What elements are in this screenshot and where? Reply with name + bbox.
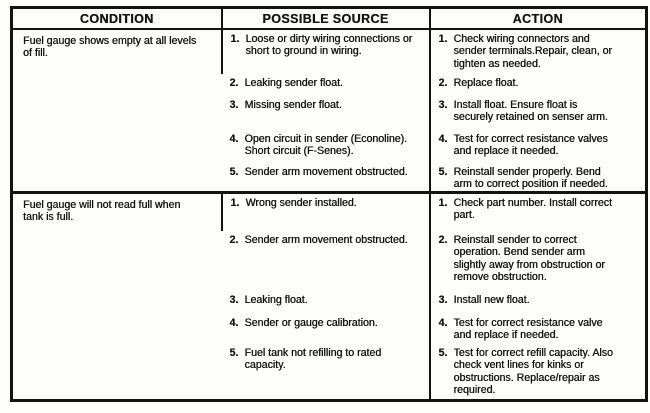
source-cell: 4. Open circuit in sender (Econoline). Sh… xyxy=(222,130,430,163)
item-number: 2. xyxy=(229,234,239,247)
item-number: 3. xyxy=(438,294,448,307)
action-text: Reinstall sender to correct operation. B… xyxy=(453,234,605,283)
source-text: Sender arm movement obstructed. xyxy=(244,234,408,247)
condition-cell: Fuel gauge will not read full when tank … xyxy=(11,190,222,401)
table-row: Fuel gauge shows empty at all levels of … xyxy=(12,29,647,74)
item-number: 1. xyxy=(438,196,448,209)
source-text: Sender or gauge calibration. xyxy=(244,317,378,330)
item-number: 2. xyxy=(438,234,448,247)
item-number: 1. xyxy=(438,33,448,45)
action-text: Reinstall sender properly. Bend arm to c… xyxy=(453,166,608,191)
action-cell: 3. Install new float. xyxy=(428,291,647,315)
action-text: Install new float. xyxy=(453,294,530,307)
table-row: 5. Fuel tank not refilling to rated capac… xyxy=(12,344,647,401)
action-cell: 1. Check part number. Install correct par… xyxy=(428,190,647,232)
source-cell: 2. Sender arm movement obstructed. xyxy=(222,231,430,291)
item-number: 4. xyxy=(229,133,239,145)
item-number: 4. xyxy=(438,133,448,145)
source-text: Open circuit in sender (Econoline). Shor… xyxy=(244,133,408,158)
source-cell: 5. Sender arm movement obstructed. xyxy=(222,163,430,192)
item-number: 5. xyxy=(438,166,448,178)
item-number: 3. xyxy=(229,99,239,111)
item-number: 2. xyxy=(229,77,239,89)
table-row: 4. Open circuit in sender (Econoline). Sh… xyxy=(12,130,647,163)
item-number: 2. xyxy=(438,77,448,89)
source-cell: 3. Missing sender float. xyxy=(222,96,430,130)
item-number: 1. xyxy=(230,33,240,45)
action-cell: 4. Test for correct resistance valves and… xyxy=(428,130,647,163)
source-text: Loose or dirty wiring connections or sho… xyxy=(245,33,413,58)
item-number: 5. xyxy=(438,347,448,360)
source-cell: 1. Wrong sender installed. xyxy=(220,190,430,232)
action-text: Test for correct resistance valve and re… xyxy=(453,317,603,342)
action-cell: 5. Reinstall sender properly. Bend arm to… xyxy=(428,163,647,193)
action-cell: 5. Test for correct refill capacity. Also… xyxy=(428,344,647,401)
item-number: 5. xyxy=(229,347,239,360)
action-text: Test for correct resistance valves and r… xyxy=(453,133,608,158)
action-text: Check part number. Install correct part. xyxy=(453,196,612,221)
column-header-action: ACTION xyxy=(428,7,647,30)
table-header-row: CONDITION POSSIBLE SOURCE ACTION xyxy=(11,7,647,30)
action-cell: 1. Check wiring connectors and sender ter… xyxy=(428,29,647,74)
table-row: 2. Sender arm movement obstructed. 2. Rein… xyxy=(12,231,647,292)
action-cell: 4. Test for correct resistance valve and … xyxy=(428,314,647,345)
troubleshooting-table: CONDITION POSSIBLE SOURCE ACTION Fuel ga… xyxy=(10,6,648,402)
action-cell: 3. Install float. Ensure float is securel… xyxy=(428,96,647,130)
action-text: Replace float. xyxy=(453,77,519,89)
action-text: Check wiring connectors and sender termi… xyxy=(453,33,612,70)
source-cell: 3. Leaking float. xyxy=(222,291,430,314)
table-row: 2. Leaking sender float. 2. Replace float. xyxy=(12,74,647,96)
item-number: 3. xyxy=(438,99,448,111)
source-text: Leaking sender float. xyxy=(244,77,343,89)
table-row: 3. Leaking float. 3. Install new float. xyxy=(12,291,647,315)
source-text: Wrong sender installed. xyxy=(245,196,357,209)
item-number: 1. xyxy=(230,196,240,209)
item-number: 4. xyxy=(438,317,448,330)
action-text: Test for correct refill capacity. Also c… xyxy=(453,347,613,396)
action-cell: 2. Reinstall sender to correct operation.… xyxy=(428,231,647,292)
source-cell: 2. Leaking sender float. xyxy=(222,74,430,96)
item-number: 3. xyxy=(229,294,239,307)
table-row: 4. Sender or gauge calibration. 4. Test fo… xyxy=(12,314,647,345)
source-text: Missing sender float. xyxy=(244,99,342,111)
action-cell: 2. Replace float. xyxy=(428,74,647,96)
source-text: Fuel tank not refilling to rated capacit… xyxy=(244,347,382,372)
source-text: Sender arm movement obstructed. xyxy=(244,166,408,178)
source-cell: 4. Sender or gauge calibration. xyxy=(222,314,430,344)
column-header-possible-source: POSSIBLE SOURCE xyxy=(220,7,430,30)
table-row: 5. Sender arm movement obstructed. 5. Rein… xyxy=(12,163,647,193)
source-text: Leaking float. xyxy=(244,294,308,307)
source-cell: 1. Loose or dirty wiring connections or s… xyxy=(220,29,430,74)
table-row: 3. Missing sender float. 3. Install float.… xyxy=(12,96,647,130)
condition-cell: Fuel gauge shows empty at all levels of … xyxy=(23,35,197,60)
item-number: 5. xyxy=(229,166,239,178)
table-row: Fuel gauge will not read full when tank … xyxy=(11,190,647,401)
source-cell: 5. Fuel tank not refilling to rated capac… xyxy=(222,344,430,400)
column-header-condition: CONDITION xyxy=(11,7,222,30)
action-text: Install float. Ensure float is securely … xyxy=(453,99,608,124)
item-number: 4. xyxy=(229,317,239,330)
